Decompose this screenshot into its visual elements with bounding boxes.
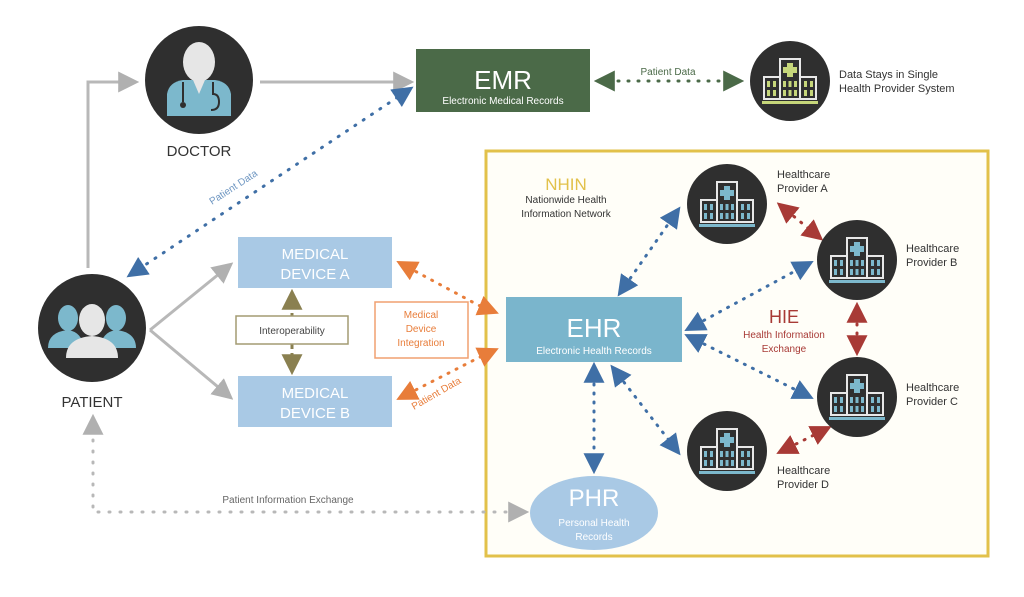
medical-device-a-line2: DEVICE A (280, 266, 349, 283)
doctor-label: DOCTOR (167, 143, 232, 160)
emr-provider-data-label: Patient Data (640, 67, 695, 78)
ehr-box[interactable] (506, 297, 682, 362)
provider-d-icon[interactable] (687, 411, 767, 491)
doctor-icon[interactable] (145, 26, 253, 134)
nhin-line2: Information Network (521, 209, 611, 220)
provider-b-line1: Healthcare (906, 243, 959, 255)
single-provider-icon[interactable] (750, 41, 830, 121)
patient-to-device-b-arrow (149, 328, 234, 400)
ehr-provider-a-link (617, 206, 681, 297)
phr-line1: Personal Health (558, 518, 629, 529)
patient-label: PATIENT (61, 394, 122, 411)
medical-device-a-box[interactable] (238, 237, 392, 288)
hie-line2: Exchange (762, 344, 807, 355)
patient-to-device-a-arrow (149, 262, 234, 332)
provider-b-icon[interactable] (817, 220, 897, 300)
phr-title: PHR (569, 485, 620, 512)
nhin-line1: Nationwide Health (525, 195, 606, 206)
hie-c-d-link (776, 426, 832, 454)
provider-c-line2: Provider C (906, 396, 958, 408)
hie-line1: Health Information (743, 330, 825, 341)
ehr-subtitle: Electronic Health Records (536, 346, 652, 357)
phr-line2: Records (575, 532, 612, 543)
emr-subtitle: Electronic Medical Records (442, 96, 563, 107)
medical-device-b-line2: DEVICE B (280, 405, 350, 422)
ehr-provider-d-link (610, 364, 681, 456)
phr-ellipse[interactable] (530, 476, 658, 550)
device-b-ehr-link (396, 347, 499, 400)
device-ehr-data-label: Patient Data (410, 375, 464, 412)
patient-to-doctor-arrow (86, 71, 140, 268)
device-integration-box (374, 301, 469, 359)
provider-c-icon[interactable] (817, 357, 897, 437)
device-integration-line1: Medical (404, 310, 438, 321)
device-a-ehr-link (396, 261, 499, 316)
provider-d-line1: Healthcare (777, 465, 830, 477)
emr-box[interactable] (416, 49, 590, 112)
emr-title: EMR (474, 65, 532, 95)
provider-a-icon[interactable] (687, 164, 767, 244)
interoperability-box (235, 315, 349, 345)
interoperability-label: Interoperability (259, 326, 325, 337)
patient-info-exchange-label: Patient Information Exchange (222, 495, 354, 506)
patient-icon[interactable] (38, 274, 146, 382)
single-provider-line2: Health Provider System (839, 83, 955, 95)
ehr-title: EHR (567, 313, 622, 343)
ehr-provider-b-link (684, 261, 814, 331)
provider-a-line2: Provider A (777, 183, 828, 195)
medical-device-b-line1: MEDICAL (282, 385, 349, 402)
medical-device-a-line1: MEDICAL (282, 246, 349, 263)
device-integration-line3: Integration (397, 338, 444, 349)
single-provider-line1: Data Stays in Single (839, 69, 938, 81)
device-integration-line2: Device (406, 324, 437, 335)
nhin-title: NHIN (545, 175, 587, 194)
provider-b-line2: Provider B (906, 257, 957, 269)
patient-emr-data-link (126, 86, 414, 278)
provider-c-line1: Healthcare (906, 382, 959, 394)
hie-a-b-link (776, 202, 824, 241)
provider-d-line2: Provider D (777, 479, 829, 491)
provider-a-line1: Healthcare (777, 169, 830, 181)
hie-title: HIE (769, 307, 799, 327)
patient-emr-data-label: Patient Data (208, 168, 261, 207)
